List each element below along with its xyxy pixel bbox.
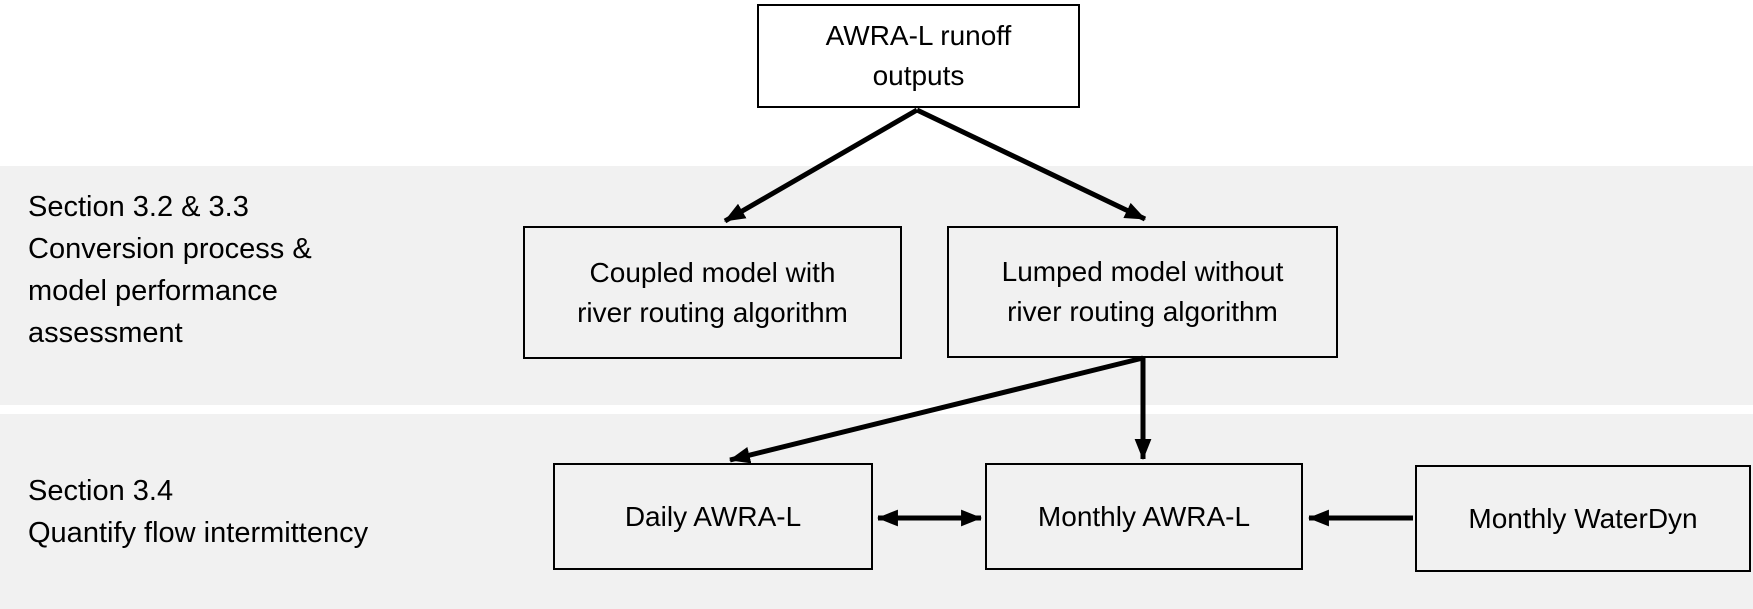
section-label-line: Section 3.2 & 3.3 — [28, 191, 249, 223]
box-lumped-model: Lumped model without river routing algor… — [947, 226, 1338, 358]
section-label-line: Quantify flow intermittency — [28, 517, 369, 549]
box-label-line: river routing algorithm — [577, 296, 848, 328]
box-coupled-model: Coupled model with river routing algorit… — [523, 226, 902, 359]
box-awra-runoff-outputs: AWRA-L runoff outputs — [757, 4, 1080, 108]
box-monthly-awral: Monthly AWRA-L — [985, 463, 1303, 570]
box-daily-awral: Daily AWRA-L — [553, 463, 873, 570]
box-label-line: river routing algorithm — [1007, 296, 1278, 327]
box-label-line: Monthly WaterDyn — [1468, 502, 1698, 534]
box-label-line: Monthly AWRA-L — [1037, 500, 1251, 532]
box-label-line: Coupled model with — [589, 256, 836, 288]
section-label-line: Conversion process & — [28, 233, 312, 265]
box-label-line: Lumped model without — [1001, 256, 1284, 287]
section-label-3-4: Section 3.4 Quantify flow intermittency — [28, 470, 368, 554]
box-label-line: outputs — [872, 60, 965, 91]
section-label-line: model performance — [28, 275, 278, 307]
section-label-line: Section 3.4 — [28, 475, 174, 507]
box-label-line: Daily AWRA-L — [624, 500, 802, 532]
box-monthly-waterdyn: Monthly WaterDyn — [1415, 465, 1751, 572]
section-label-3-2-3-3: Section 3.2 & 3.3 Conversion process & m… — [28, 186, 312, 354]
box-label-line: AWRA-L runoff — [825, 20, 1012, 51]
section-label-line: assessment — [28, 317, 183, 349]
